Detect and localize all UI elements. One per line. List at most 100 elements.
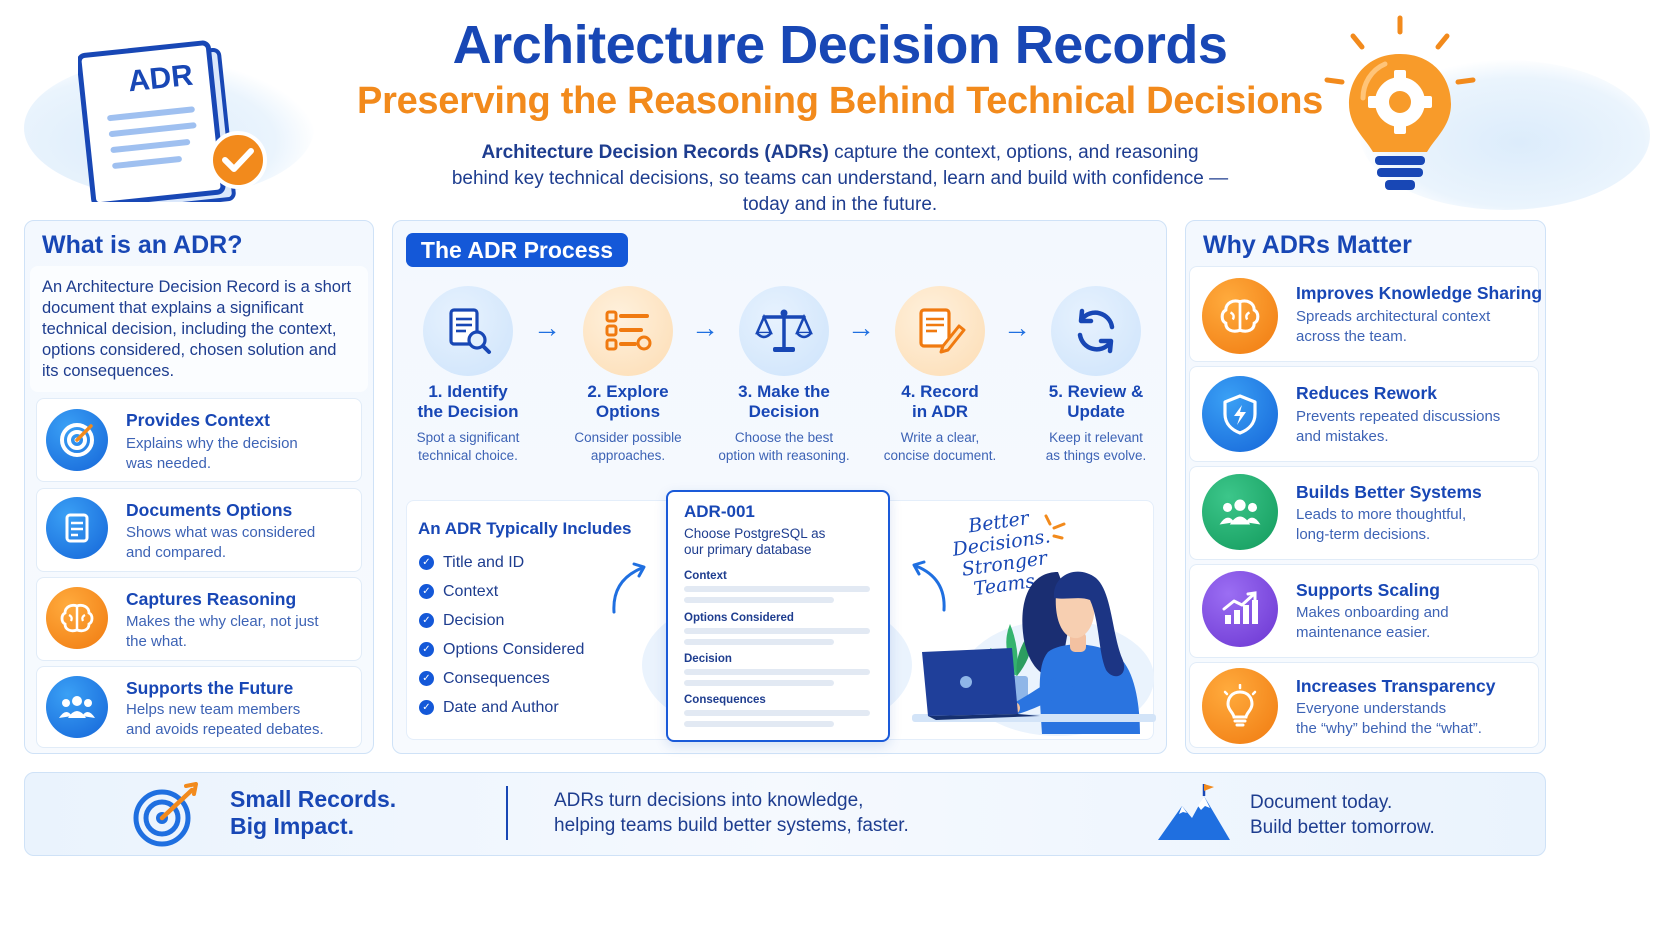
adr-document-icon xyxy=(78,40,267,202)
doc-section-consequences: Consequences xyxy=(684,694,766,706)
include-label: Decision xyxy=(443,611,505,629)
arrow-right-icon: → xyxy=(847,312,875,343)
page-subtitle: Preserving the Reasoning Behind Technica… xyxy=(357,80,1323,122)
doc-line xyxy=(684,721,834,727)
pen-document-icon xyxy=(895,286,985,376)
lightbulb-icon xyxy=(1202,668,1278,744)
what-item-options-desc: Shows what was considered and compared. xyxy=(126,523,315,563)
why-item-knowledge-title: Improves Knowledge Sharing xyxy=(1296,283,1543,303)
doc-line xyxy=(684,586,870,592)
adr-example-document xyxy=(666,490,890,742)
footer-banner xyxy=(24,772,1546,856)
check-icon: ✓ xyxy=(419,555,434,570)
step-desc-line: Consider possible xyxy=(574,430,682,445)
step-desc-line: technical choice. xyxy=(418,448,518,463)
include-label: Options Considered xyxy=(443,640,585,658)
adr-includes-list: ✓Title and ID ✓Context ✓Decision ✓Option… xyxy=(419,548,584,722)
desc-line: Everyone understands xyxy=(1296,700,1447,717)
step-desc-line: Write a clear, xyxy=(900,430,980,445)
footer-message: ADRs turn decisions into knowledge, help… xyxy=(554,788,909,838)
list-item: ✓ Consequences xyxy=(419,664,584,693)
footer-closing-line: Document today. xyxy=(1250,792,1393,813)
doc-line xyxy=(684,710,870,716)
desc-line: the what. xyxy=(126,633,187,650)
step-desc-line: Spot a significant xyxy=(416,430,520,445)
desc-line: and avoids repeated debates. xyxy=(126,721,324,738)
footer-tagline: Small Records. Big Impact. xyxy=(230,786,396,840)
step-1-desc: Spot a significant technical choice. xyxy=(393,429,543,465)
doc-line xyxy=(684,597,834,603)
step-title-line: Decision xyxy=(748,402,820,421)
step-title-line: 3. Make the xyxy=(738,382,830,401)
doc-line xyxy=(684,680,834,686)
sparkle-icon xyxy=(1044,514,1066,540)
desc-line: Spreads architectural context xyxy=(1296,308,1491,325)
step-5-title: 5. Review &Update xyxy=(1021,382,1171,422)
footer-message-line: helping teams build better systems, fast… xyxy=(554,815,909,836)
arrow-right-icon: → xyxy=(533,312,561,343)
growth-chart-icon xyxy=(1202,571,1278,647)
intro-text: Architecture Decision Records (ADRs) cap… xyxy=(410,140,1270,218)
target-icon xyxy=(46,409,108,471)
step-desc-line: option with reasoning. xyxy=(718,448,850,463)
why-item-rework-title: Reduces Rework xyxy=(1296,383,1438,403)
curved-arrow-icon xyxy=(612,562,646,614)
check-icon: ✓ xyxy=(419,671,434,686)
step-desc-line: as things evolve. xyxy=(1045,448,1147,463)
footer-divider xyxy=(506,786,508,840)
what-item-future-desc: Helps new team members and avoids repeat… xyxy=(126,700,324,740)
team-icon xyxy=(46,676,108,738)
include-label: Date and Author xyxy=(443,698,559,716)
why-item-scaling-title: Supports Scaling xyxy=(1296,580,1440,600)
desc-line: and mistakes. xyxy=(1296,428,1389,445)
intro-bold: Architecture Decision Records (ADRs) xyxy=(481,142,829,163)
intro-line-2: behind key technical decisions, so teams… xyxy=(451,168,1229,189)
footer-message-line: ADRs turn decisions into knowledge, xyxy=(554,790,864,811)
doc-line xyxy=(684,669,870,675)
footer-tagline-line: Small Records. xyxy=(230,786,397,812)
desc-line: Leads to more thoughtful, xyxy=(1296,506,1467,523)
step-title-line: in ADR xyxy=(911,402,969,421)
desc-line: Shows what was considered xyxy=(126,524,316,541)
step-2-desc: Consider possible approaches. xyxy=(553,429,703,465)
check-icon: ✓ xyxy=(419,584,434,599)
refresh-icon xyxy=(1051,286,1141,376)
desc-line: maintenance easier. xyxy=(1296,624,1431,641)
step-title-line: 4. Record xyxy=(901,382,979,401)
intro-line-3: today and in the future. xyxy=(742,194,938,215)
doc-subtitle-line: Choose PostgreSQL as xyxy=(684,526,826,541)
arrow-right-icon: → xyxy=(691,312,719,343)
team-icon xyxy=(1202,474,1278,550)
desc-line: long-term decisions. xyxy=(1296,526,1431,543)
mountain-flag-icon xyxy=(1158,784,1230,840)
footer-closing-line: Build better tomorrow. xyxy=(1250,817,1435,838)
adr-doc-subtitle: Choose PostgreSQL as our primary databas… xyxy=(684,526,825,558)
doc-line xyxy=(684,639,834,645)
what-description-card xyxy=(30,266,368,392)
what-item-options-title: Documents Options xyxy=(126,500,293,520)
scale-icon xyxy=(739,286,829,376)
list-item: ✓Options Considered xyxy=(419,635,584,664)
step-title-line: Options xyxy=(595,402,661,421)
intro-rest: capture the context, options, and reason… xyxy=(828,142,1199,163)
what-item-reasoning-title: Captures Reasoning xyxy=(126,589,297,609)
include-label: Consequences xyxy=(443,669,550,687)
step-desc-line: approaches. xyxy=(590,448,666,463)
desc-line: across the team. xyxy=(1296,328,1407,345)
desc-line: and compared. xyxy=(126,544,227,561)
list-item: ✓Date and Author xyxy=(419,693,584,722)
desc-line: Helps new team members xyxy=(126,701,301,718)
arrow-right-icon: → xyxy=(1003,312,1031,343)
adr-process-title: The ADR Process xyxy=(406,233,628,267)
why-item-systems-title: Builds Better Systems xyxy=(1296,482,1482,502)
include-label: Title and ID xyxy=(443,553,525,571)
adr-document-label: ADR xyxy=(126,58,195,99)
why-adrs-matter-title: Why ADRs Matter xyxy=(1203,231,1412,259)
what-item-context-desc: Explains why the decision was needed. xyxy=(126,434,298,474)
list-item: ✓ Title and ID xyxy=(419,548,584,577)
